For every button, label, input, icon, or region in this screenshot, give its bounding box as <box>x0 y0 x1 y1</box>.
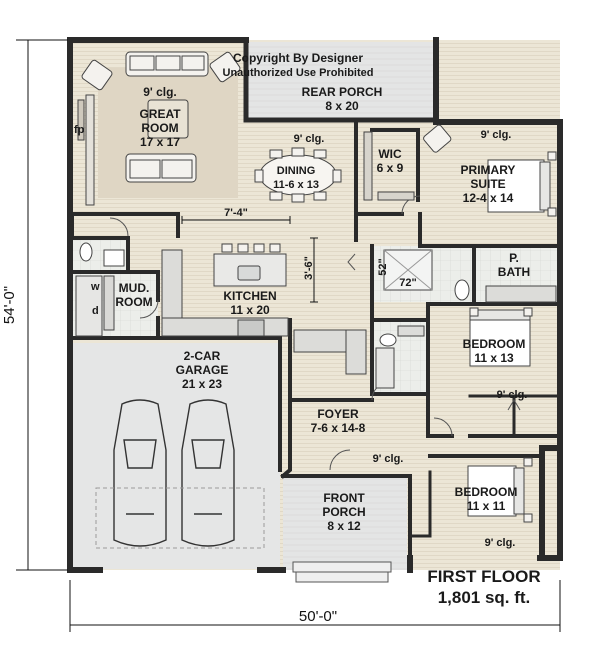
shower-dim-52: 52" <box>377 258 389 275</box>
primary-suite-name2: SUITE <box>470 177 505 191</box>
great-room-clg: 9' clg. <box>143 85 177 99</box>
front-porch-floor <box>283 476 407 570</box>
front-porch-name2: PORCH <box>322 505 365 519</box>
overall-depth-label: 54'-0" <box>1 286 18 324</box>
rear-porch-floor <box>246 42 436 120</box>
bedroom1-clg: 9' clg. <box>497 389 528 401</box>
bedroom2-size: 11 x 11 <box>467 499 506 513</box>
bedroom1-size: 11 x 13 <box>474 351 514 365</box>
garage-floor <box>72 343 280 569</box>
great-room-name2: ROOM <box>141 121 178 135</box>
p-bath-name1: P. <box>509 251 519 265</box>
plan-title: FIRST FLOOR <box>427 567 540 586</box>
garage-name2: GARAGE <box>176 363 229 377</box>
primary-suite-clg: 9' clg. <box>481 129 512 141</box>
front-porch-name1: FRONT <box>323 491 365 505</box>
great-room-name1: GREAT <box>139 107 181 121</box>
rear-porch-name: REAR PORCH <box>302 85 383 99</box>
garage-cars <box>113 399 235 547</box>
shower-dim-72: 72" <box>399 277 416 289</box>
dining-size: 11-6 x 13 <box>273 179 319 191</box>
furniture <box>75 51 557 523</box>
wic-name: WIC <box>378 147 402 161</box>
washer-label: w <box>90 281 100 293</box>
great-room-size: 17 x 17 <box>140 135 180 149</box>
mudroom-name2: ROOM <box>115 295 152 309</box>
dining-name: DINING <box>277 165 316 177</box>
p-bath-name2: BATH <box>498 265 530 279</box>
mudroom-name1: MUD. <box>119 281 150 295</box>
dimension-lines <box>16 39 561 632</box>
wic-size: 6 x 9 <box>377 161 404 175</box>
bedroom2-clg: 9' clg. <box>485 537 516 549</box>
bedroom1-name: BEDROOM <box>463 337 526 351</box>
copyright-line1: Copyright By Designer <box>233 51 363 65</box>
fireplace-label: fp <box>74 124 85 136</box>
kitchen-island-depth: 3'-6" <box>303 256 315 280</box>
primary-suite-name1: PRIMARY <box>461 163 516 177</box>
garage-size: 21 x 23 <box>182 377 222 391</box>
primary-suite-size: 12-4 x 14 <box>463 191 514 205</box>
foyer-size: 7-6 x 14-8 <box>311 421 366 435</box>
kitchen-name: KITCHEN <box>223 289 276 303</box>
garage-door-line <box>95 487 265 549</box>
kitchen-island-width: 7'-4" <box>224 207 248 219</box>
overall-width-label: 50'-0" <box>299 608 337 625</box>
dryer-label: d <box>92 305 99 317</box>
kitchen-size: 11 x 20 <box>230 303 270 317</box>
rear-porch-size: 8 x 20 <box>325 99 359 113</box>
bedroom2-name: BEDROOM <box>455 485 518 499</box>
porch-steps <box>292 561 392 583</box>
copyright-line2: Unauthorized Use Prohibited <box>223 67 374 79</box>
foyer-name: FOYER <box>317 407 359 421</box>
front-porch-size: 8 x 12 <box>327 519 361 533</box>
walls <box>67 37 563 573</box>
plan-area: 1,801 sq. ft. <box>438 588 531 607</box>
garage-name1: 2-CAR <box>184 349 221 363</box>
dining-clg: 9' clg. <box>294 133 325 145</box>
foyer-clg: 9' clg. <box>373 453 404 465</box>
